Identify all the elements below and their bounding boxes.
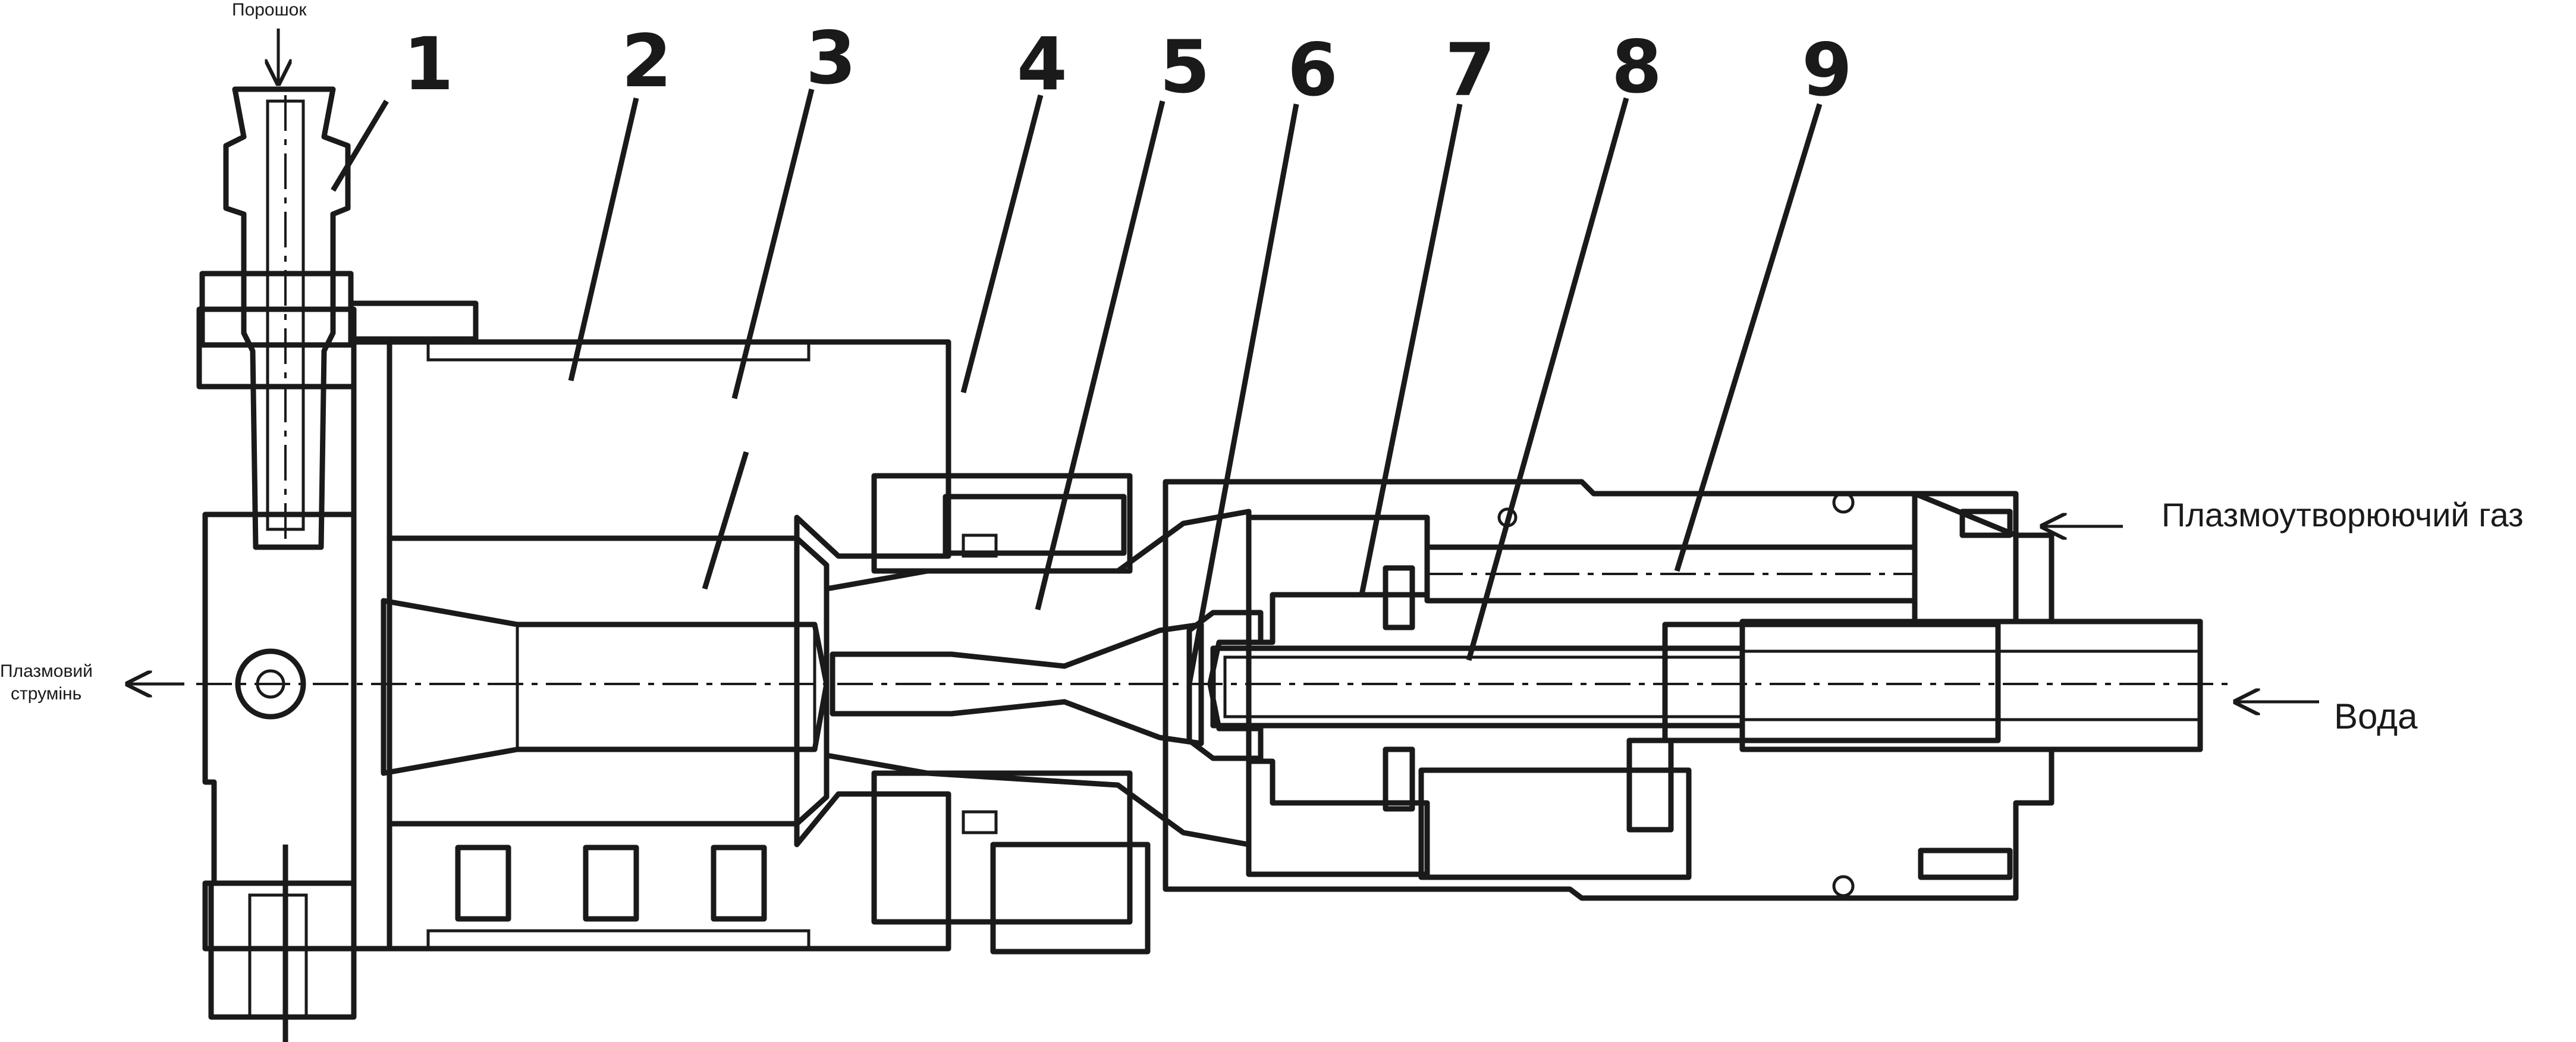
part-number-1: 1 <box>403 22 454 106</box>
part-number-8: 8 <box>1611 25 1662 109</box>
plasma-jet-label-line2: струмінь <box>11 684 81 704</box>
plasma-jet-label-line1: Плазмовий <box>0 661 93 681</box>
water-label: Вода <box>2334 696 2418 736</box>
part-number-9: 9 <box>1802 28 1852 112</box>
left-mount <box>202 511 357 1042</box>
part-number-6: 6 <box>1287 28 1338 112</box>
part-number-3: 3 <box>806 16 856 101</box>
powder-feed-tube <box>196 86 479 550</box>
part-number-4: 4 <box>1017 22 1067 106</box>
powder-label: Порошок <box>232 0 307 20</box>
part-number-labels: 1 2 3 4 5 6 7 8 9 <box>403 16 1852 112</box>
flow-annotations: Порошок Плазмовий струмінь Плазмоутворюю… <box>0 0 2524 736</box>
cathode-assembly <box>1163 479 2203 901</box>
anode-body <box>351 339 951 952</box>
part-number-7: 7 <box>1445 28 1496 112</box>
insulator-section <box>824 473 1252 955</box>
part-number-5: 5 <box>1160 25 1210 109</box>
part-number-2: 2 <box>621 19 672 103</box>
leader-lines <box>331 88 1823 685</box>
plasma-gas-label: Плазмоутворюючий газ <box>2162 496 2524 533</box>
